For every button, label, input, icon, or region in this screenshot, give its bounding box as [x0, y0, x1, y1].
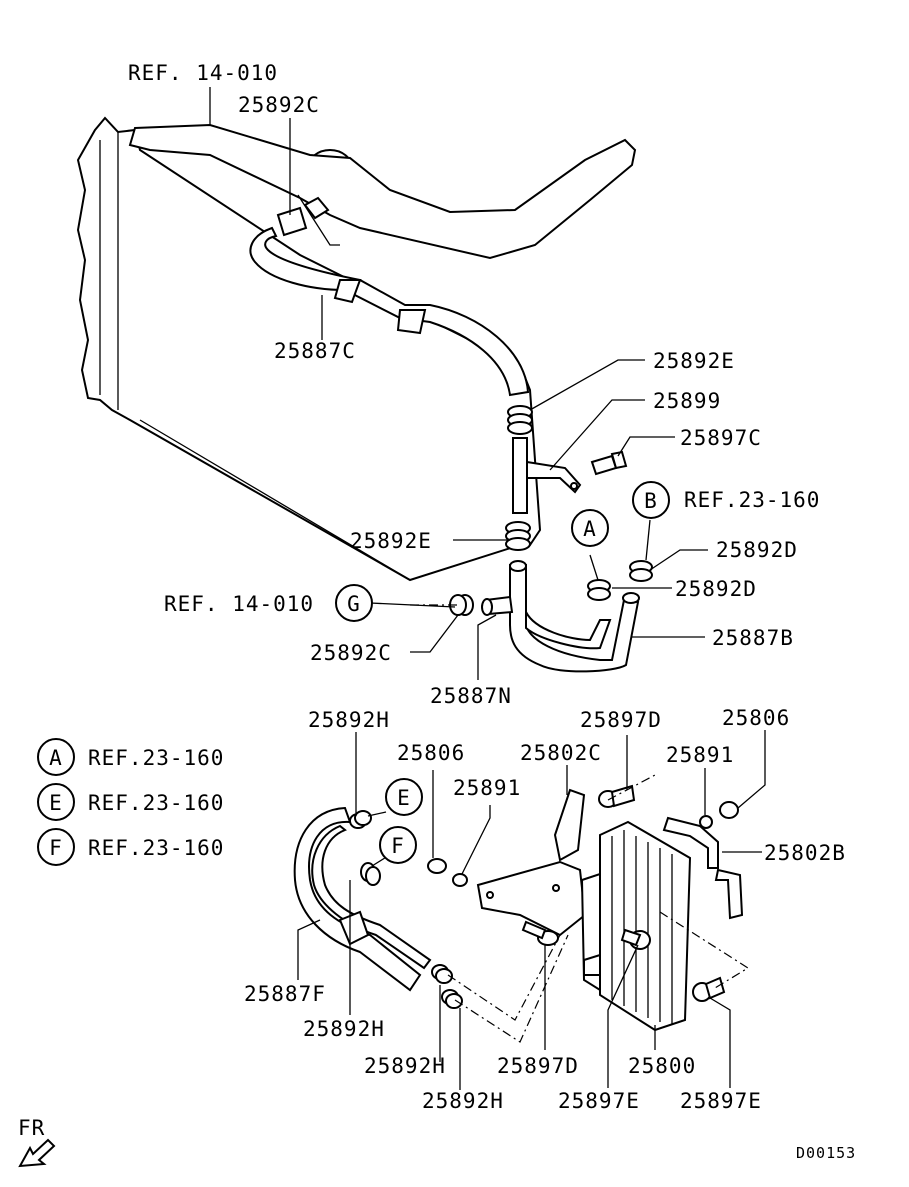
- hose-25887C: [249, 206, 530, 397]
- marker-A: A: [571, 509, 609, 547]
- clamp-25892H-bot1: [431, 964, 453, 984]
- marker-E: E: [385, 778, 423, 816]
- label-25892C-bottom: 25892C: [310, 641, 392, 665]
- label-25887C: 25887C: [274, 339, 356, 363]
- reservoir-tank: [128, 123, 637, 260]
- label-25887F: 25887F: [244, 982, 326, 1006]
- label-25887B: 25887B: [712, 626, 794, 650]
- clamp-25892D-b: [629, 560, 653, 582]
- label-25892H-mid: 25892H: [303, 1017, 385, 1041]
- legend-item-A: A REF.23-160: [37, 738, 224, 776]
- marker-G: G: [335, 584, 373, 622]
- svg-text:B: B: [644, 489, 658, 513]
- legend-item-F: F REF.23-160: [37, 828, 224, 866]
- front-label: FR: [18, 1116, 45, 1140]
- bushing-25806-left: [427, 858, 447, 874]
- label-25806-right: 25806: [722, 706, 790, 730]
- bolt-25897C: [590, 450, 628, 476]
- svg-text:E: E: [397, 786, 411, 810]
- svg-text:G: G: [347, 592, 361, 616]
- callout-labels: REF. 14-010 25892C 25887C 25892E 25899 2…: [128, 61, 846, 1113]
- clamp-25892H-bot2: [441, 989, 463, 1009]
- bolt-25897E-left: [620, 928, 651, 950]
- label-25892E-top: 25892E: [653, 349, 735, 373]
- label-25897D-top: 25897D: [580, 708, 662, 732]
- hose-25887B: [509, 560, 640, 673]
- clamp-25892H-top: [349, 810, 372, 829]
- svg-text:REF.23-160: REF.23-160: [88, 836, 224, 860]
- hose-25887F: [293, 806, 432, 992]
- legend: A REF.23-160 E REF.23-160 F REF.23-160: [37, 738, 224, 866]
- label-25891-left: 25891: [453, 776, 521, 800]
- clamp-25892D-a: [587, 579, 611, 601]
- label-25891-right: 25891: [666, 743, 734, 767]
- clamp-25892E-top: [507, 405, 533, 435]
- svg-text:REF.23-160: REF.23-160: [88, 791, 224, 815]
- bolt-25897E-right: [692, 976, 726, 1002]
- label-ref-23-160-b: REF.23-160: [684, 488, 820, 512]
- clamp-25892C-bottom: [449, 594, 474, 616]
- svg-text:REF.23-160: REF.23-160: [88, 746, 224, 770]
- front-direction-indicator: FR: [18, 1116, 56, 1168]
- label-25892E-mid: 25892E: [350, 529, 432, 553]
- label-25892C-top: 25892C: [238, 93, 320, 117]
- label-ref-14-010-top: REF. 14-010: [128, 61, 278, 85]
- label-25892H-bot2: 25892H: [422, 1089, 504, 1113]
- label-25887N: 25887N: [430, 684, 512, 708]
- svg-text:F: F: [391, 834, 405, 858]
- svg-text:F: F: [49, 836, 63, 860]
- svg-text:A: A: [583, 517, 597, 541]
- pipe-25899: [512, 437, 582, 514]
- hose-25887N: [481, 595, 514, 616]
- label-25802C: 25802C: [520, 741, 602, 765]
- label-ref-14-010-g: REF. 14-010: [164, 592, 314, 616]
- label-25897D-bottom: 25897D: [497, 1054, 579, 1078]
- svg-text:E: E: [49, 791, 63, 815]
- bracket-25802C: [476, 788, 587, 937]
- marker-F: F: [379, 826, 417, 864]
- label-25802B: 25802B: [764, 841, 846, 865]
- clamp-25892H-mid: [360, 862, 381, 886]
- label-25892D-a: 25892D: [716, 538, 798, 562]
- collar-25891-right: [699, 815, 713, 829]
- bracket-25802B: [662, 816, 744, 920]
- marker-B: B: [632, 481, 670, 519]
- bushing-25806-right: [719, 801, 739, 819]
- label-25899: 25899: [653, 389, 721, 413]
- legend-item-E: E REF.23-160: [37, 783, 224, 821]
- leader-lines: [139, 87, 766, 1090]
- label-25897E-right: 25897E: [680, 1089, 762, 1113]
- label-25806-left: 25806: [397, 741, 465, 765]
- drawing-code: D00153: [796, 1144, 856, 1162]
- oil-cooler-25800: [580, 820, 692, 1032]
- front-arrow-icon: [18, 1138, 56, 1168]
- label-25800: 25800: [628, 1054, 696, 1078]
- label-25892H-top: 25892H: [308, 708, 390, 732]
- label-25897E-left: 25897E: [558, 1089, 640, 1113]
- label-25897C: 25897C: [680, 426, 762, 450]
- label-25892D-b: 25892D: [675, 577, 757, 601]
- collar-25891-left: [452, 873, 468, 887]
- svg-text:A: A: [49, 746, 63, 770]
- bolt-25897D-top: [598, 784, 636, 808]
- clamp-25892E-mid: [505, 521, 531, 551]
- label-25892H-bot1: 25892H: [364, 1054, 446, 1078]
